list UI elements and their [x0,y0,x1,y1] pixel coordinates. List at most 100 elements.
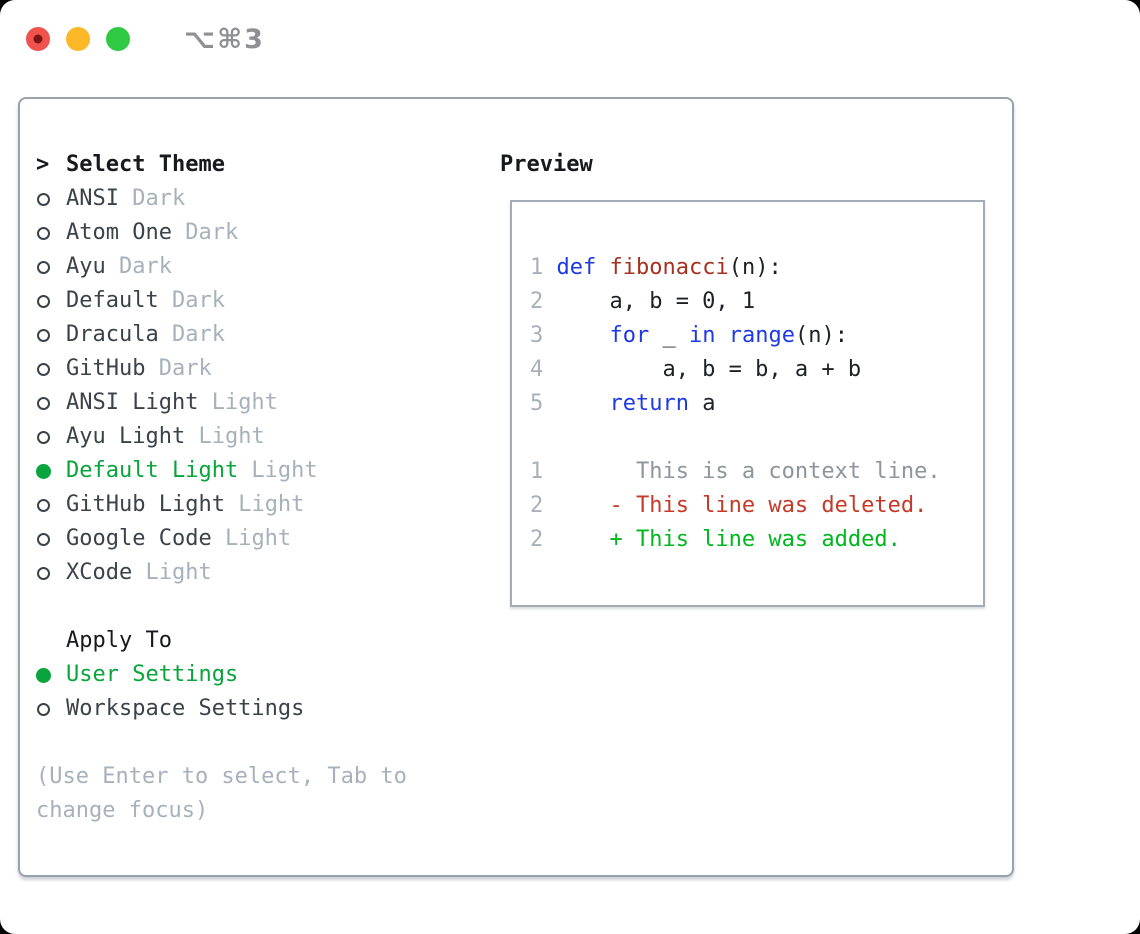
focus-prompt: > [36,152,50,177]
line-number: 4 [530,357,544,382]
theme-option-atom-one[interactable]: Atom One Dark [36,216,407,250]
theme-option-github[interactable]: GitHub Dark [36,352,407,386]
theme-option-xcode[interactable]: XCode Light [36,556,407,590]
preview-title: Preview [500,152,593,177]
line-number: 3 [530,323,544,348]
keyboard-hint: (Use Enter to select, Tab to change focu… [36,764,407,823]
line-number: 1 [530,255,544,280]
theme-option-google-code[interactable]: Google Code Light [36,522,407,556]
option-label: GitHub Light [66,492,225,517]
radio-unselected-icon [36,226,66,240]
option-label: Default Light [66,458,239,483]
code-token-diff_context: This is a context line. [556,459,941,484]
radio-unselected-icon [36,498,66,512]
theme-variant-label: Dark [158,288,225,313]
radio-unselected-icon [36,430,66,444]
code-token-code_plain [715,323,728,348]
code-token-keyword: return [609,391,689,416]
option-label: Atom One [66,220,172,245]
radio-unselected-icon [36,362,66,376]
option-label: GitHub [66,356,146,381]
select-theme-title: Select Theme [66,152,225,177]
code-line: 4 a, b = b, a + b [530,353,941,387]
apply-option-workspace-settings[interactable]: Workspace Settings [36,692,407,726]
theme-variant-label: Light [224,492,305,517]
spacer [36,726,407,760]
radio-unselected-icon [36,328,66,342]
code-token-keyword: in [688,323,716,348]
apply-option-user-settings[interactable]: User Settings [36,658,407,692]
option-label: Workspace Settings [66,696,305,721]
code-token-code_plain: (n): [728,255,782,280]
theme-variant-label: Light [132,560,212,585]
theme-option-ayu-light[interactable]: Ayu Light Light [36,420,407,454]
code-line: 5 return a [530,387,941,421]
code-line: 2 - This line was deleted. [530,489,941,523]
window-shortcut-label: ⌥⌘3 [184,23,265,55]
spacer [36,590,407,624]
radio-unselected-icon [36,396,66,410]
theme-option-default-light[interactable]: Default Light Light [36,454,407,488]
theme-option-github-light[interactable]: GitHub Light Light [36,488,407,522]
code-token-code_plain: a [688,391,716,416]
theme-variant-label: Dark [105,254,172,279]
radio-unselected-icon [36,260,66,274]
theme-variant-label: Dark [158,322,225,347]
radio-unselected-icon [36,566,66,580]
close-button-dot [33,34,43,44]
code-token-diff_deleted: - This line was deleted. [556,493,928,518]
option-label: Dracula [66,322,159,347]
code-token-code_plain: _ [649,323,689,348]
apply-to-title: Apply To [66,628,172,653]
option-label: ANSI Light [66,390,199,415]
code-token-keyword: def [556,255,597,280]
code-line [530,421,941,455]
option-label: User Settings [66,662,239,687]
radio-unselected-icon [36,532,66,546]
theme-variant-label: Light [238,458,318,483]
line-number: 2 [530,289,544,314]
theme-variant-label: Light [198,390,278,415]
theme-option-dracula[interactable]: Dracula Dark [36,318,407,352]
apply-to-heading: Apply To [36,624,407,658]
select-theme-heading: > Select Theme [36,148,407,182]
theme-option-default[interactable]: Default Dark [36,284,407,318]
theme-option-ayu[interactable]: Ayu Dark [36,250,407,284]
close-button[interactable] [26,27,50,51]
option-label: Ayu [66,254,106,279]
theme-variant-label: Dark [171,220,239,245]
code-line: 1 This is a context line. [530,455,941,489]
theme-option-ansi-light[interactable]: ANSI Light Light [36,386,407,420]
minimize-button[interactable] [66,27,90,51]
option-label: Google Code [66,526,212,551]
line-number: 2 [530,493,544,518]
theme-variant-label: Light [211,526,292,551]
code-line: 2 + This line was added. [530,523,941,557]
titlebar: ⌥⌘3 [26,23,265,55]
option-label: Default [66,288,159,313]
code-line: 3 for _ in range(n): [530,319,941,353]
radio-selected-icon [36,667,66,683]
code-token-code_plain: a, b = b, a + b [556,357,862,382]
code-line: 2 a, b = 0, 1 [530,285,941,319]
code-token-code_plain [596,255,609,280]
line-number: 2 [530,527,544,552]
option-label: XCode [66,560,133,585]
theme-variant-label: Dark [118,186,186,211]
radio-unselected-icon [36,192,66,206]
theme-option-ansi[interactable]: ANSI Dark [36,182,407,216]
theme-variant-label: Light [185,424,265,449]
radio-unselected-icon [36,702,66,716]
option-label: ANSI [66,186,119,211]
code-token-keyword: range [728,323,795,348]
zoom-button[interactable] [106,27,130,51]
radio-selected-icon [36,463,66,479]
theme-variant-label: Dark [145,356,212,381]
code-token-code_plain: a, b = 0, 1 [556,289,756,314]
